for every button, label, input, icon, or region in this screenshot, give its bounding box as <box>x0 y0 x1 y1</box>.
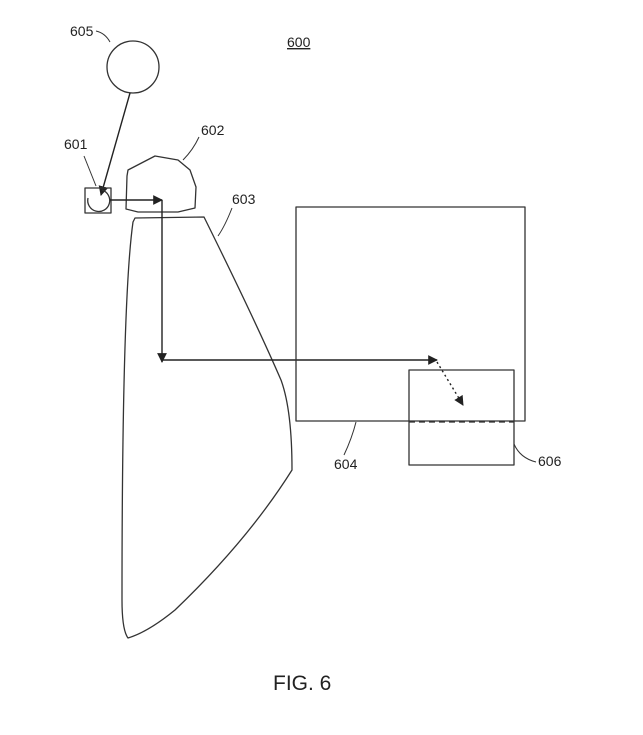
figure-number-label: 600 <box>287 34 311 50</box>
display-region-label: 604 <box>334 456 358 472</box>
eyebox-leader <box>513 443 537 463</box>
waveguide-label: 603 <box>232 191 256 207</box>
eyebox-label: 606 <box>538 453 562 469</box>
user-eye-circle <box>106 40 160 94</box>
light-source-leader <box>83 155 97 187</box>
light-source-label: 601 <box>64 136 88 152</box>
display-region-leader <box>343 421 357 456</box>
eyebox-ray-dotted <box>436 361 464 406</box>
display-region-box <box>295 206 526 422</box>
optical-element-label: 602 <box>201 122 225 138</box>
user-eye-leader <box>95 30 111 43</box>
light-source-box <box>84 187 112 214</box>
eye-to-source-line <box>98 92 131 196</box>
optical-element-shape <box>125 155 197 213</box>
waveguide-shape <box>121 216 293 639</box>
figure-caption: FIG. 6 <box>273 672 331 695</box>
waveguide-leader <box>217 207 233 237</box>
optical-element-leader <box>182 136 200 161</box>
light-source-lens <box>87 189 111 213</box>
eyebox-box <box>408 369 515 466</box>
user-eye-label: 605 <box>70 23 94 39</box>
